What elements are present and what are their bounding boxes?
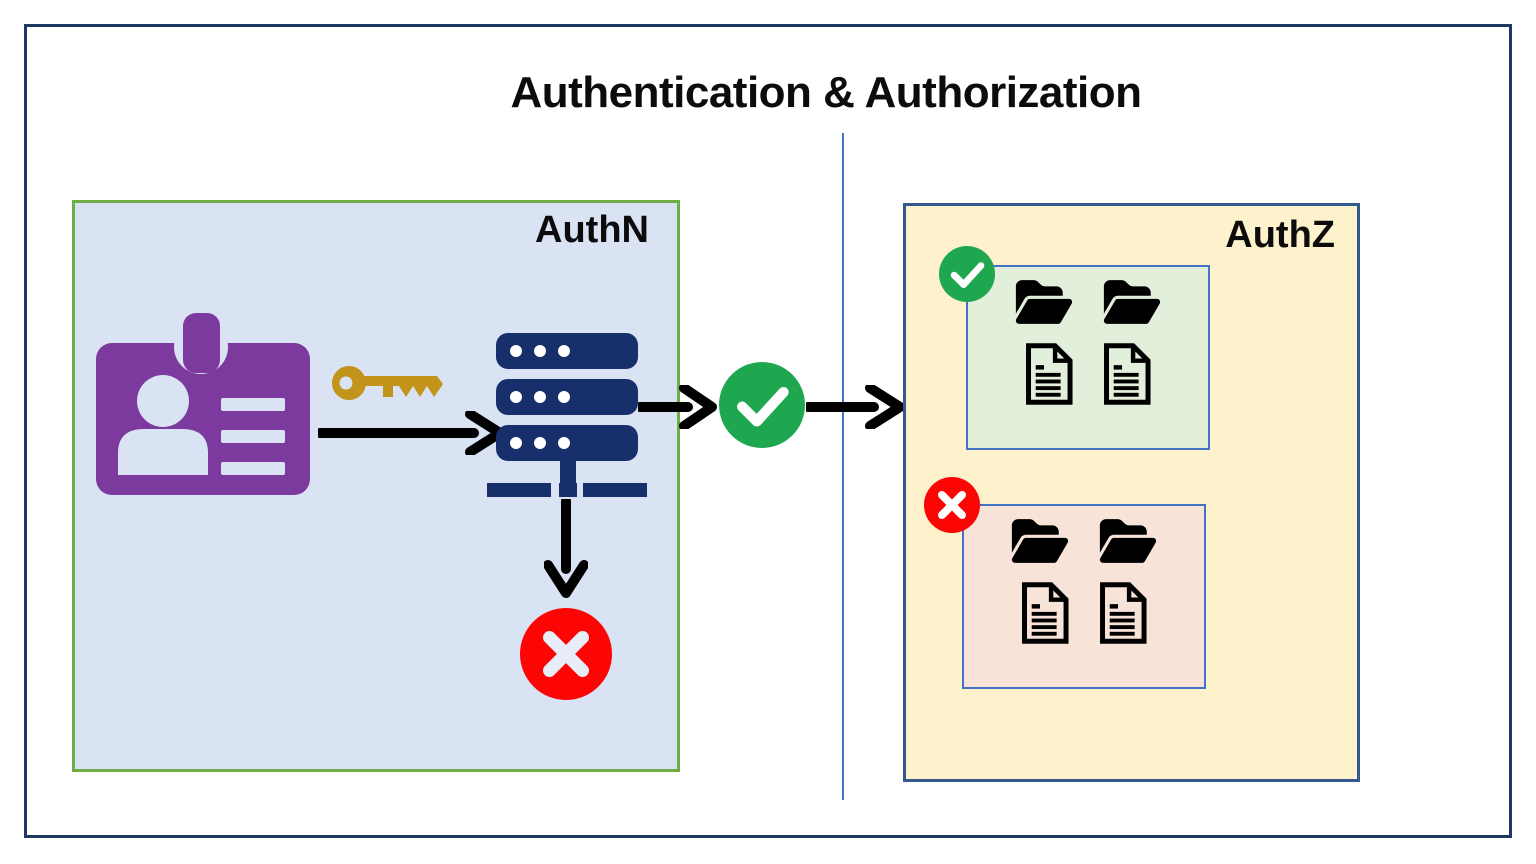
document-icon: [1022, 582, 1069, 644]
x-circle-icon: [520, 608, 612, 700]
folder-row: [1007, 516, 1161, 566]
check-circle-icon: [719, 362, 805, 448]
allowed-resources-box: [966, 265, 1210, 450]
page-title: Authentication & Authorization: [510, 68, 1142, 117]
check-circle-badge-icon: [939, 246, 995, 302]
document-row: [1020, 582, 1148, 644]
document-icon: [1104, 343, 1151, 405]
document-icon: [1100, 582, 1147, 644]
server-icon: [487, 333, 647, 497]
denied-resources-box: [962, 504, 1206, 689]
folder-open-icon: [1015, 280, 1073, 324]
folder-open-icon: [1103, 280, 1161, 324]
section-divider: [842, 133, 844, 800]
key-icon: [332, 366, 443, 400]
folder-open-icon: [1099, 519, 1157, 563]
x-circle-badge-icon: [924, 477, 980, 533]
authz-label: AuthZ: [1225, 214, 1335, 256]
authn-label: AuthN: [535, 209, 649, 251]
auth-request-arrow-icon: [318, 411, 505, 455]
authn-panel: AuthN: [72, 200, 680, 772]
id-badge-icon: [96, 313, 310, 495]
auth-fail-arrow-icon: [544, 499, 588, 598]
folder-row: [1011, 277, 1165, 327]
authz-flow-arrow-icon: [806, 385, 905, 429]
document-icon: [1026, 343, 1073, 405]
authz-panel: AuthZ: [903, 203, 1360, 782]
document-row: [1024, 343, 1152, 405]
folder-open-icon: [1011, 519, 1069, 563]
auth-success-arrow-icon: [638, 385, 717, 429]
